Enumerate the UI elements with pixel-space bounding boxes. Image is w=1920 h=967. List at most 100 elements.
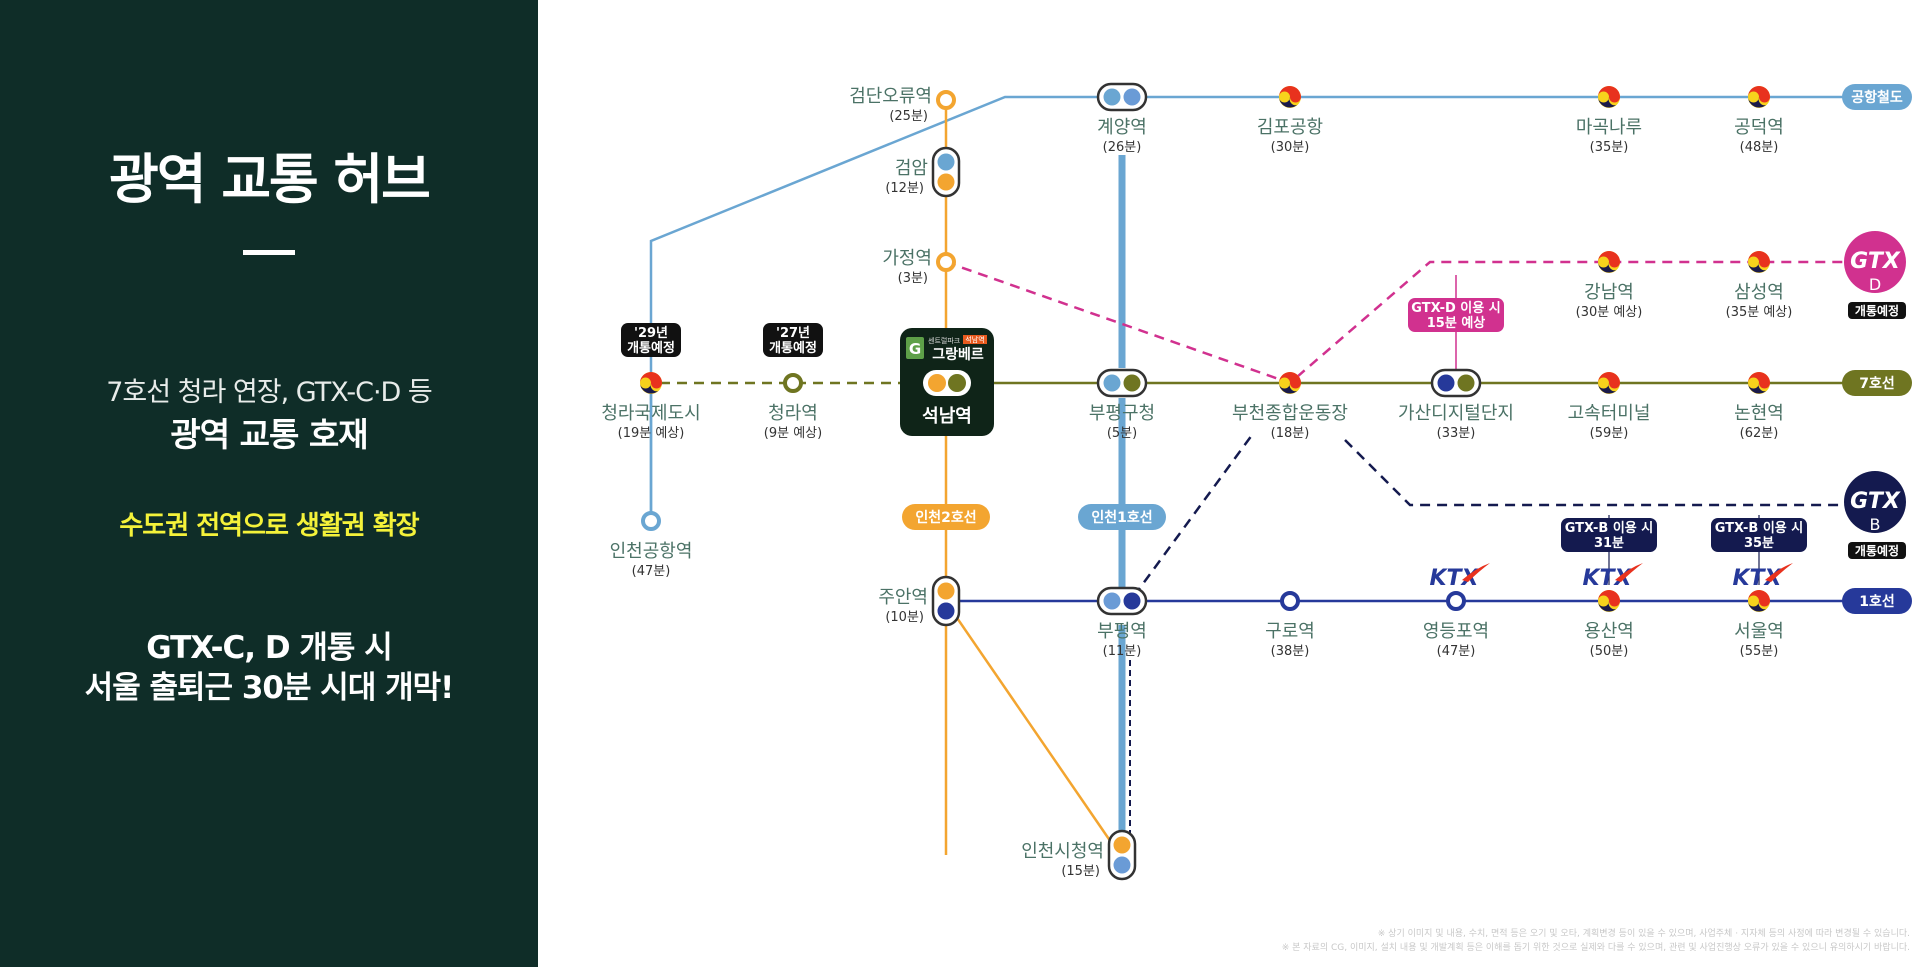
station-marker[interactable] bbox=[936, 90, 956, 110]
line-airport-rail bbox=[649, 95, 1880, 515]
gtx-b-logo[interactable]: GTX B 개통예정 bbox=[1844, 471, 1906, 559]
footnote-1: ※ 상기 이미지 및 내용, 수치, 면적 등은 오기 및 오타, 계획변경 등… bbox=[1377, 929, 1910, 939]
korail-taeguk-icon bbox=[1279, 86, 1301, 108]
station-marker[interactable] bbox=[1430, 368, 1482, 398]
korail-taeguk-icon bbox=[1748, 86, 1770, 108]
station-marker[interactable] bbox=[1096, 368, 1148, 398]
station-name: 가산디지털단지 bbox=[1398, 403, 1514, 424]
station-label: 부천종합운동장(18분) bbox=[1232, 403, 1348, 441]
line-gtx-b bbox=[1132, 434, 1880, 597]
station-marker[interactable] bbox=[1598, 372, 1620, 394]
station-marker[interactable] bbox=[1279, 86, 1301, 108]
station-label: 부평구청 (5분) bbox=[1089, 403, 1155, 441]
label-line1[interactable]: 1호선 bbox=[1842, 588, 1912, 614]
station-marker[interactable] bbox=[1598, 86, 1620, 108]
station-marker[interactable] bbox=[783, 373, 803, 393]
station-label: 가정역(3분) bbox=[882, 248, 932, 286]
panel-closing-1: GTX-C, D 개통 시 bbox=[146, 630, 392, 666]
station-marker[interactable] bbox=[1096, 586, 1148, 616]
station-time: (62분) bbox=[1740, 426, 1779, 441]
ktx-logo-icon: KTX bbox=[1429, 563, 1490, 591]
hub-brand-tag: 석남역 bbox=[965, 335, 984, 344]
station-marker[interactable] bbox=[1748, 251, 1770, 273]
station-name: 부평구청 bbox=[1089, 403, 1155, 424]
label-incheon2[interactable]: 인천2호선 bbox=[902, 504, 990, 530]
station-time: (35분) bbox=[1590, 140, 1629, 155]
svg-text:GTX: GTX bbox=[1850, 489, 1901, 514]
info-panel: 광역 교통 허브 7호선 청라 연장, GTX-C·D 등 광역 교통 호재 수… bbox=[0, 0, 538, 967]
station-name: 구로역 bbox=[1265, 621, 1315, 642]
label-incheon1[interactable]: 인천1호선 bbox=[1078, 504, 1166, 530]
svg-text:GTX-B 이용 시: GTX-B 이용 시 bbox=[1715, 520, 1804, 536]
station-marker[interactable] bbox=[931, 575, 961, 627]
station-marker[interactable] bbox=[1107, 829, 1137, 881]
label-line7[interactable]: 7호선 bbox=[1842, 370, 1912, 396]
station-time: (10분) bbox=[885, 610, 924, 625]
hub-brand-small: 센트럴파크 bbox=[928, 336, 961, 345]
station-marker[interactable] bbox=[1748, 590, 1770, 612]
station-time: (18분) bbox=[1271, 426, 1310, 441]
station-marker[interactable] bbox=[936, 252, 956, 272]
station-time: (50분) bbox=[1590, 644, 1629, 659]
station-label: 인천공항역(47분) bbox=[610, 541, 693, 579]
svg-text:15분 예상: 15분 예상 bbox=[1427, 315, 1486, 331]
gtx-d-logo[interactable]: GTX D 개통예정 bbox=[1844, 231, 1906, 319]
korail-taeguk-icon bbox=[1598, 372, 1620, 394]
station-label: 인천시청역(15분) bbox=[1021, 841, 1104, 879]
station-marker[interactable] bbox=[931, 146, 961, 198]
station-label: 부평역 (11분) bbox=[1097, 621, 1147, 659]
station-time: (9분 예상) bbox=[764, 426, 822, 441]
svg-text:GTX-B 이용 시: GTX-B 이용 시 bbox=[1565, 520, 1654, 536]
station-name: 검단오류역 bbox=[849, 86, 932, 107]
station-label: 김포공항(30분) bbox=[1257, 117, 1323, 155]
station-time: (5분) bbox=[1107, 426, 1137, 441]
footnote-2: ※ 본 자료의 CG, 이미지, 설치 내용 및 개발계획 등은 이해를 돕기 … bbox=[1281, 943, 1910, 953]
station-marker[interactable] bbox=[1748, 372, 1770, 394]
station-marker[interactable] bbox=[1280, 591, 1300, 611]
station-time: (48분) bbox=[1740, 140, 1779, 155]
station-marker[interactable] bbox=[1598, 590, 1620, 612]
station-name: 서울역 bbox=[1734, 621, 1784, 642]
station-time: (25분) bbox=[889, 109, 928, 124]
station-time: (11분) bbox=[1103, 644, 1142, 659]
svg-text:1호선: 1호선 bbox=[1859, 594, 1895, 610]
station-marker[interactable] bbox=[1748, 86, 1770, 108]
svg-text:B: B bbox=[1870, 515, 1881, 534]
station-label: 검암(12분) bbox=[885, 158, 928, 196]
station-marker[interactable] bbox=[640, 372, 662, 394]
station-name: 인천공항역 bbox=[610, 541, 693, 562]
station-time: (30분) bbox=[1271, 140, 1310, 155]
panel-closing-2: 서울 출퇴근 30분 시대 개막! bbox=[84, 670, 455, 706]
svg-text:'29년: '29년 bbox=[634, 326, 668, 341]
svg-text:KTX: KTX bbox=[1429, 566, 1479, 591]
station-name: 가정역 bbox=[882, 248, 932, 269]
station-name: 청라역 bbox=[768, 403, 818, 424]
station-label: 고속터미널(59분) bbox=[1568, 403, 1651, 441]
panel-subtitle-2: 광역 교통 호재 bbox=[170, 415, 368, 454]
station-marker[interactable] bbox=[1446, 591, 1466, 611]
svg-text:D: D bbox=[1869, 275, 1881, 294]
station-name: 공덕역 bbox=[1734, 117, 1784, 138]
station-name: 고속터미널 bbox=[1568, 403, 1651, 424]
svg-text:KTX: KTX bbox=[1582, 566, 1632, 591]
station-time: (55분) bbox=[1740, 644, 1779, 659]
station-marker[interactable] bbox=[1279, 372, 1301, 394]
station-time: (12분) bbox=[885, 181, 924, 196]
label-airport-rail[interactable]: 공항철도 bbox=[1842, 84, 1912, 110]
station-marker[interactable] bbox=[641, 511, 661, 531]
station-marker[interactable] bbox=[1096, 82, 1148, 112]
hub-station-seongnam[interactable]: G 센트럴파크 석남역 그랑베르 석남역 bbox=[900, 328, 994, 436]
panel-subtitle-1: 7호선 청라 연장, GTX-C·D 등 bbox=[106, 377, 433, 408]
station-name: 인천시청역 bbox=[1021, 841, 1104, 862]
ktx-logo-icon: KTX bbox=[1582, 563, 1643, 591]
korail-taeguk-icon bbox=[1598, 251, 1620, 273]
station-label: 영등포역(47분) bbox=[1423, 621, 1489, 659]
svg-text:GTX-D 이용 시: GTX-D 이용 시 bbox=[1411, 300, 1500, 316]
korail-taeguk-icon bbox=[1748, 590, 1770, 612]
station-label: 계양역(26분) bbox=[1097, 117, 1147, 155]
station-name: 삼성역 bbox=[1734, 282, 1784, 303]
station-marker[interactable] bbox=[1598, 251, 1620, 273]
station-name: 부평역 bbox=[1097, 621, 1147, 642]
station-name: 청라국제도시 bbox=[601, 403, 700, 424]
